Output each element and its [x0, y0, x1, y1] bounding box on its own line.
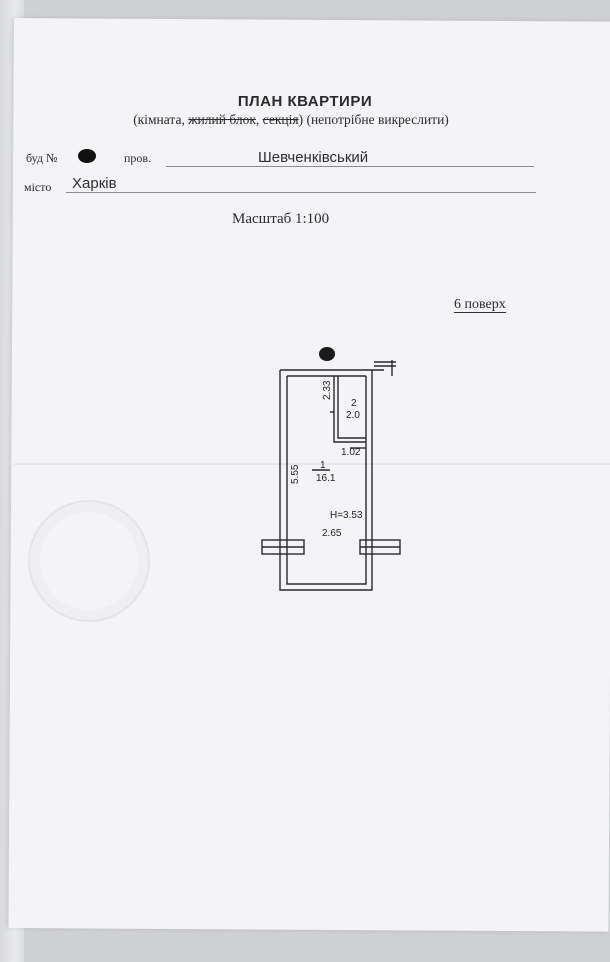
room2-area: 2.0 — [346, 410, 360, 421]
dim-room2-height: 2.33 — [322, 380, 333, 400]
redacted-mark — [319, 347, 335, 361]
lane-value: Шевченківський — [258, 149, 369, 166]
city-label: місто — [24, 180, 52, 194]
paper-fold — [14, 463, 610, 465]
plan-walls — [261, 360, 401, 591]
dim-room2-width: 1.02 — [341, 447, 361, 458]
faded-stamp — [28, 500, 150, 622]
subtitle-struck-1: жилий блок — [188, 112, 256, 127]
subtitle-struck-2: секція — [262, 112, 299, 127]
subtitle-open: (кімната, — [133, 112, 189, 127]
subtitle-comma: , — [255, 112, 263, 127]
room2-number: 2 — [351, 398, 357, 409]
dim-room1-length: 5.55 — [290, 464, 301, 484]
document-title: ПЛАН КВАРТИРИ — [237, 93, 373, 110]
floor-label: 6 поверх — [454, 297, 506, 313]
redacted-building-number — [78, 149, 96, 163]
scale-label: Масштаб 1:100 — [232, 211, 330, 227]
room1-area: 16.1 — [316, 473, 336, 484]
subtitle-close: ) (непотрібне викреслити) — [298, 112, 449, 127]
ceiling-height: H=3.53 — [330, 510, 363, 521]
city-value: Харків — [72, 175, 117, 192]
building-label: буд № — [26, 151, 58, 165]
room1-number: 1 — [320, 460, 326, 471]
city-underline — [66, 192, 536, 193]
document-subtitle: (кімната, жилий блок, секція) (непотрібн… — [0, 112, 582, 128]
dim-room1-width: 2.65 — [322, 528, 342, 539]
lane-label: пров. — [124, 151, 152, 165]
lane-underline — [166, 166, 534, 167]
